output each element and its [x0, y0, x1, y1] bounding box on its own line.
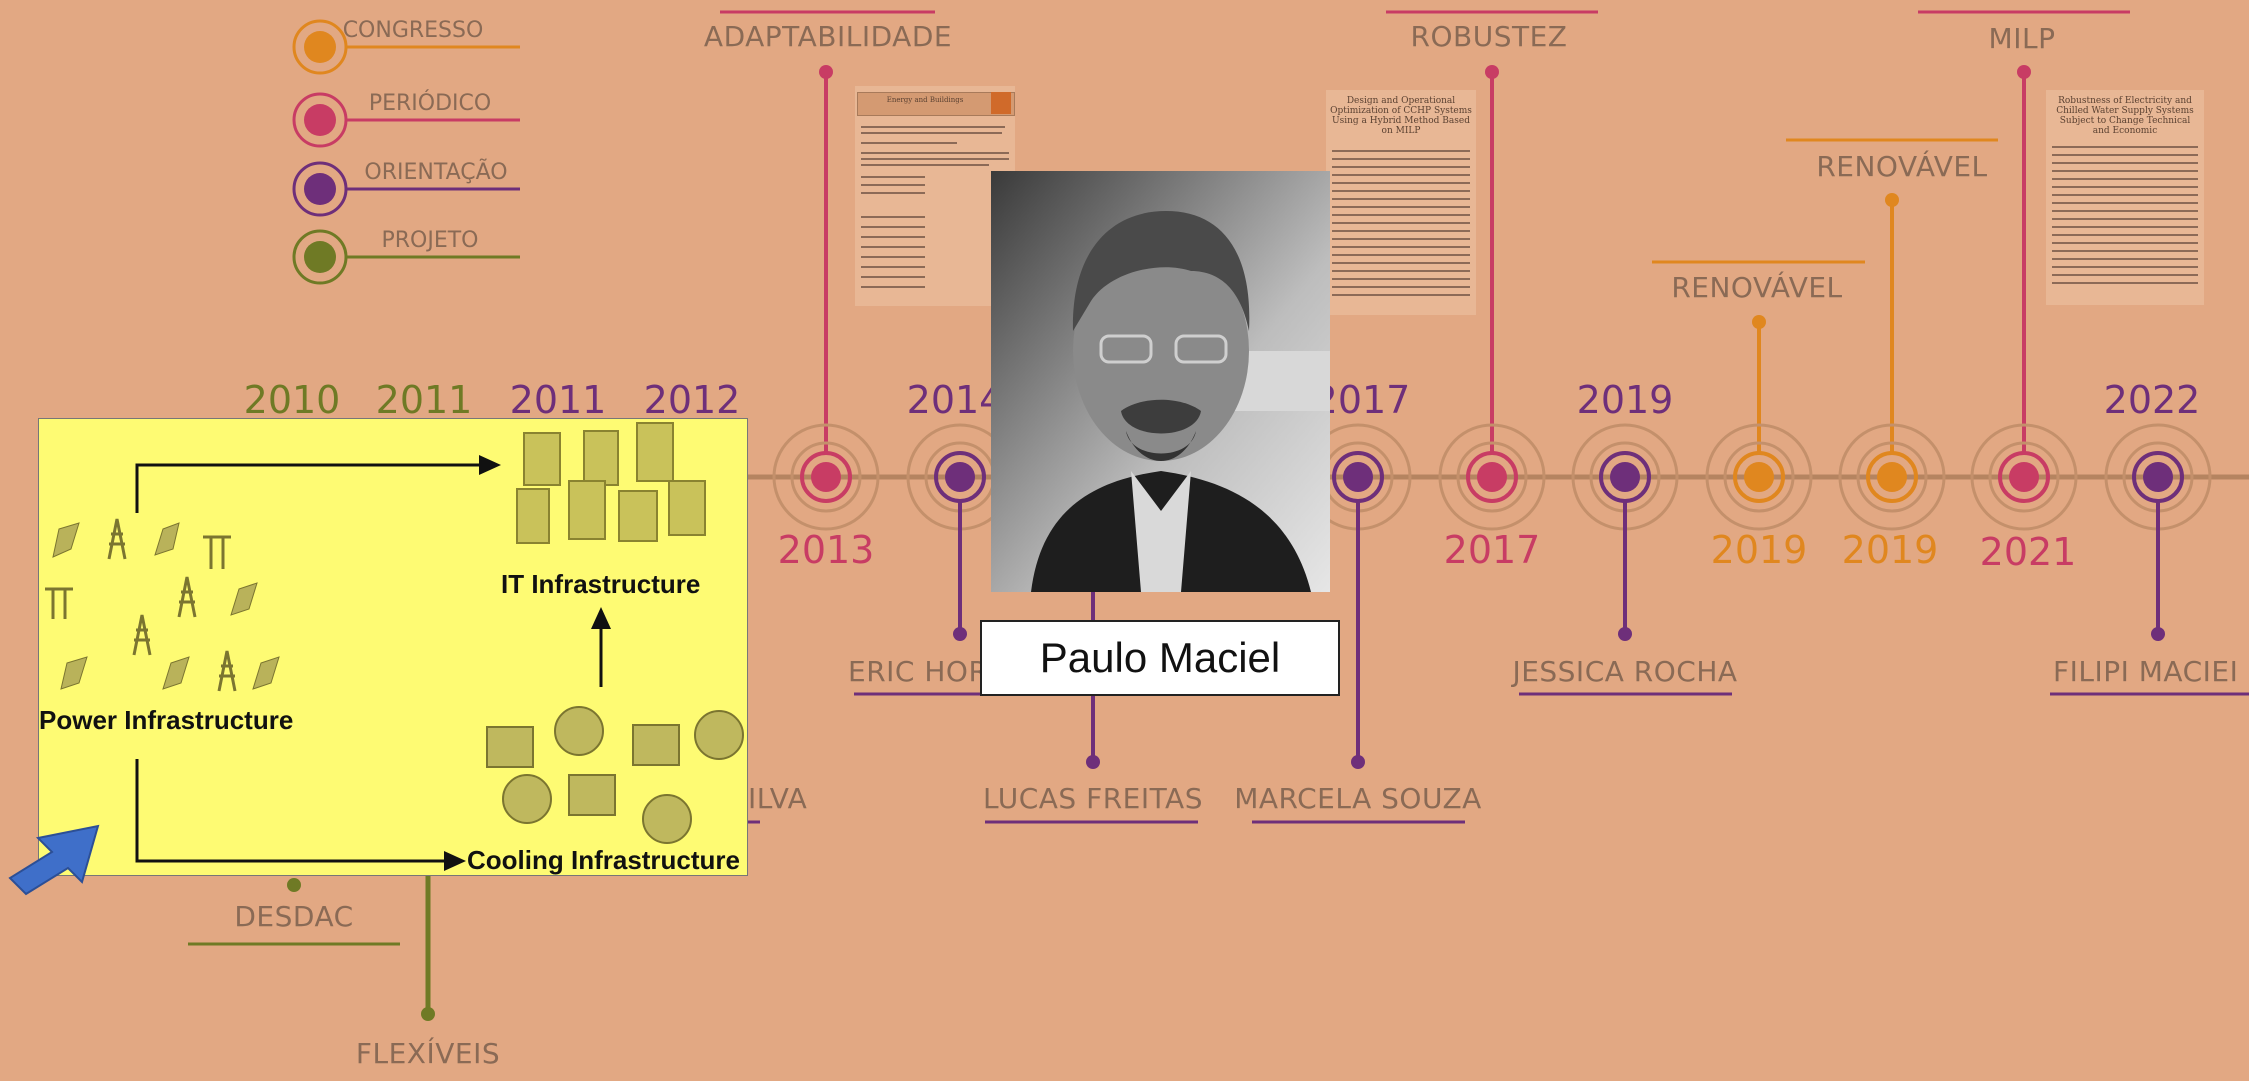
legend-item-projeto: PROJETO: [292, 228, 520, 285]
event-label: RENOVÁVEL: [1671, 270, 1842, 304]
timeline-event-2019b: RENOVÁVEL 2019: [1652, 260, 1865, 572]
cooling-unit-icon: [486, 706, 744, 844]
building-icon: [516, 422, 706, 544]
paper-title: Energy and Buildings: [886, 96, 964, 104]
timeline-event-silva: ILVA: [748, 782, 807, 824]
portrait-photo: [991, 171, 1330, 592]
year-label: 2022: [2104, 378, 2201, 422]
timeline-event-2019a: 2019 JESSICA ROCHA: [1510, 378, 1737, 696]
pointer-arrow-icon: [8, 824, 100, 896]
year-label: 2019: [1842, 528, 1939, 572]
legend-label: PROJETO: [381, 228, 478, 253]
legend-label: PERIÓDICO: [369, 90, 491, 116]
timeline-event-2019c: RENOVÁVEL 2019: [1786, 138, 1998, 572]
lightning-icon: [52, 522, 280, 690]
timeline-event-2017b: ROBUSTEZ 2017: [1386, 10, 1598, 572]
power-infrastructure-label: Power Infrastructure: [39, 705, 294, 735]
year-label: 2011: [376, 378, 473, 422]
legend-item-congresso: CONGRESSO: [292, 18, 520, 75]
legend-label: ORIENTAÇÃO: [364, 158, 507, 185]
event-label: RENOVÁVEL: [1816, 149, 1987, 183]
year-label: 2010: [244, 378, 341, 422]
timeline-event-desdac: DESDAC: [188, 878, 400, 946]
it-infrastructure-label: IT Infrastructure: [501, 569, 701, 599]
timeline-event-2014: 2014 ERIC HOR: [848, 378, 1014, 696]
paper-title: Robustness of Electricity and Chilled Wa…: [2056, 96, 2194, 136]
event-label: MARCELA SOUZA: [1234, 782, 1482, 815]
event-label: ROBUSTEZ: [1411, 20, 1568, 53]
event-label: ERIC HOR: [848, 655, 988, 688]
event-label: ADAPTABILIDADE: [704, 20, 952, 53]
year-label: 2019: [1711, 528, 1808, 572]
year-label: 2013: [778, 528, 875, 572]
event-label: JESSICA ROCHA: [1510, 655, 1737, 688]
paper-thumbnail-1: Energy and Buildings: [855, 86, 1015, 306]
legend-item-periodico: PERIÓDICO: [292, 90, 520, 148]
timeline-event-2013: ADAPTABILIDADE 2013: [704, 10, 952, 572]
infrastructure-diagram: IT Infrastructure Power Infrastructure C…: [38, 418, 748, 876]
legend-item-orientacao: ORIENTAÇÃO: [292, 158, 520, 217]
paper-thumbnail-3: Robustness of Electricity and Chilled Wa…: [2046, 90, 2204, 305]
presenter-name: Paulo Maciel: [980, 620, 1340, 696]
year-label: 2017: [1444, 528, 1541, 572]
svg-text:2014: 2014: [907, 378, 1004, 422]
legend-label: CONGRESSO: [343, 18, 484, 43]
paper-title: Design and Operational Optimization of C…: [1330, 96, 1472, 136]
year-label: 2011: [510, 378, 607, 422]
event-label: DESDAC: [234, 900, 353, 933]
event-label: LUCAS FREITAS: [983, 782, 1203, 815]
cooling-infrastructure-label: Cooling Infrastructure: [467, 845, 741, 875]
year-label: 2019: [1577, 378, 1674, 422]
paper-thumbnail-2: Design and Operational Optimization of C…: [1326, 90, 1476, 315]
event-label: MILP: [1989, 22, 2056, 55]
timeline-event-2021: MILP 2021: [1918, 10, 2130, 574]
timeline-event-flexiveis: FLEXÍVEIS: [356, 876, 500, 1070]
year-label: 2021: [1980, 530, 2077, 574]
power-tower-icon: [45, 518, 237, 692]
legend: CONGRESSO PERIÓDICO ORIENTAÇÃO PROJETO: [292, 18, 520, 285]
event-label: FLEXÍVEIS: [356, 1036, 500, 1070]
event-label: ILVA: [748, 782, 807, 815]
event-label: FILIPI MACIEI: [2053, 655, 2238, 688]
timeline-event-2022: 2022 FILIPI MACIEI: [2050, 378, 2249, 696]
year-label: 2012: [644, 378, 741, 422]
